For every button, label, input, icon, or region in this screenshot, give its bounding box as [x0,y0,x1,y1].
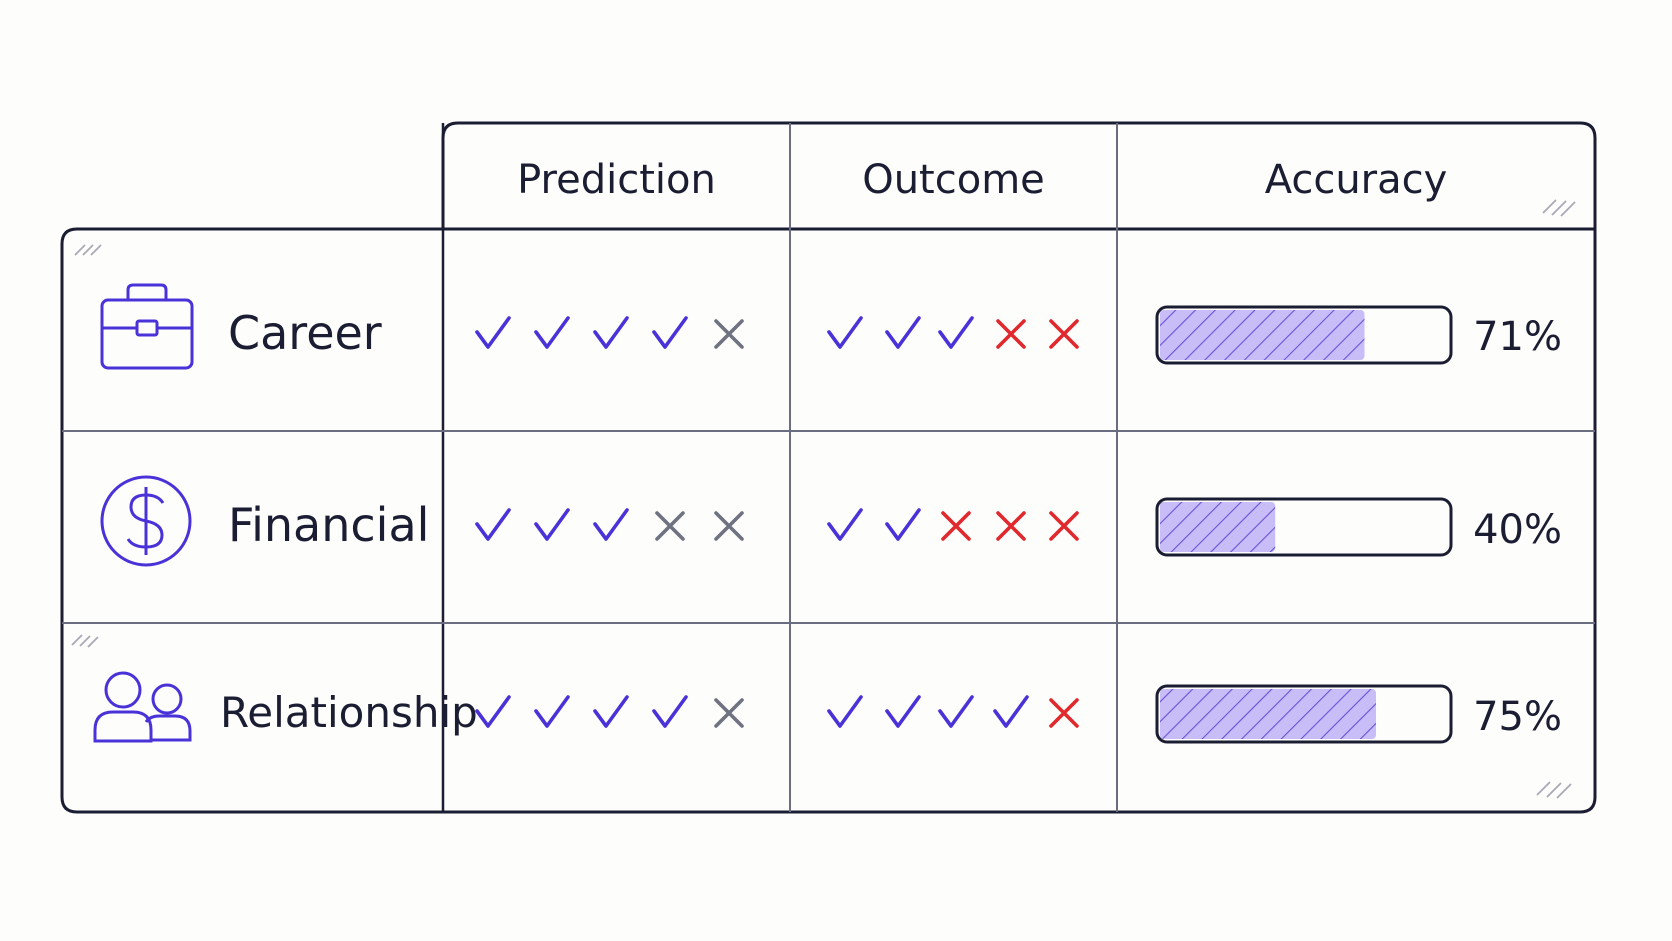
marks-layer [475,316,1079,728]
prediction-check-relationship-3 [593,695,629,728]
prediction-check-financial-2 [534,508,570,541]
prediction-check-career-3 [593,316,629,349]
prediction-check-relationship-1 [475,695,511,728]
outcome-check-relationship-2 [885,695,921,728]
header-accuracy: Accuracy [1264,157,1448,203]
outcome-check-relationship-4 [993,695,1029,728]
prediction-check-career-1 [475,316,511,349]
people-icon [93,671,192,743]
prediction-cross-financial-5 [714,511,744,541]
accuracy-bar-financial [1155,497,1453,557]
outcome-check-financial-2 [885,508,921,541]
outcome-check-career-1 [827,316,863,349]
prediction-check-relationship-2 [534,695,570,728]
accuracy-value-relationship: 75% [1473,694,1562,740]
accuracy-bar-fill-career [1160,310,1365,360]
outcome-check-relationship-1 [827,695,863,728]
accuracy-bar-relationship [1155,684,1453,744]
outcome-cross-relationship-5 [1049,698,1079,728]
prediction-check-financial-3 [593,508,629,541]
row-label-career: Career [228,306,382,360]
prediction-check-financial-1 [475,508,511,541]
outcome-cross-financial-5 [1049,511,1079,541]
outcome-cross-career-4 [996,319,1026,349]
accuracy-bar-fill-relationship [1160,689,1376,739]
accuracy-bar-fill-financial [1160,502,1276,552]
outcome-cross-financial-4 [996,511,1026,541]
body-border [60,227,1597,814]
outcome-check-career-2 [885,316,921,349]
outcome-check-financial-1 [827,508,863,541]
accuracy-value-financial: 40% [1473,507,1562,553]
header-outcome: Outcome [862,157,1045,203]
accuracy-value-career: 71% [1473,314,1562,360]
dollar-circle-icon [100,475,192,567]
prediction-check-career-4 [652,316,688,349]
header-prediction: Prediction [517,157,716,203]
row-label-financial: Financial [228,498,430,552]
sketch-marks [71,199,1576,799]
prediction-cross-relationship-5 [714,698,744,728]
prediction-cross-financial-4 [655,511,685,541]
outcome-check-relationship-3 [938,695,974,728]
prediction-cross-career-5 [714,319,744,349]
bars-layer [1155,305,1453,744]
outcome-cross-career-5 [1049,319,1079,349]
briefcase-icon [100,283,194,370]
prediction-check-relationship-4 [652,695,688,728]
prediction-check-career-2 [534,316,570,349]
outcome-cross-financial-3 [941,511,971,541]
accuracy-bar-career [1155,305,1453,365]
row-label-relationship: Relationship [220,688,478,737]
outcome-check-career-3 [938,316,974,349]
